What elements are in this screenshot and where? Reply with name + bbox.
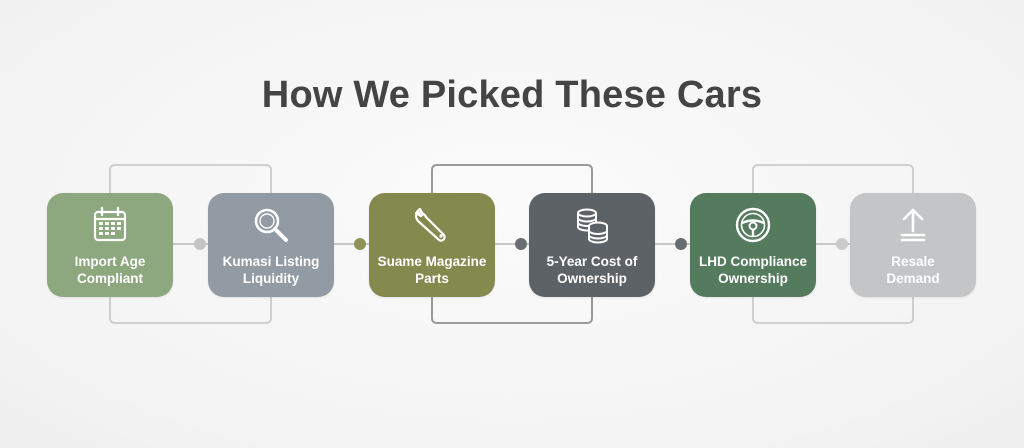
upload-arrow-icon <box>900 208 926 242</box>
steering-wheel-icon <box>735 207 771 243</box>
bracket-top-pair-3 <box>752 164 914 193</box>
step-label: 5-Year Cost of Ownership <box>546 254 638 286</box>
connector-node-2 <box>354 238 366 250</box>
bracket-bottom-pair-2 <box>431 297 593 324</box>
calendar-icon <box>93 206 127 242</box>
bracket-bottom-pair-3 <box>752 297 914 324</box>
step-label: Import Age Compliant <box>74 254 146 286</box>
step-card-suame-magazine: Suame Magazine Parts <box>369 193 495 297</box>
connector-node-3 <box>515 238 527 250</box>
step-label: Resale Demand <box>886 254 940 286</box>
coin-stack-icon <box>577 208 608 244</box>
wrench-icon <box>414 207 446 242</box>
connector-node-5 <box>836 238 848 250</box>
step-card-lhd-compliance: LHD Compliance Ownership <box>690 193 816 297</box>
step-card-import-age: Import Age Compliant <box>47 193 173 297</box>
magnifying-glass-icon <box>254 208 288 242</box>
step-label: Kumasi Listing Liquidity <box>222 254 320 286</box>
bracket-top-pair-1 <box>109 164 272 193</box>
bracket-bottom-pair-1 <box>109 297 272 324</box>
connector-node-1 <box>194 238 206 250</box>
step-label: LHD Compliance Ownership <box>698 254 807 286</box>
step-card-resale-demand: Resale Demand <box>850 193 976 297</box>
step-card-cost-of-ownership: 5-Year Cost of Ownership <box>529 193 655 297</box>
step-label: Suame Magazine Parts <box>377 254 487 286</box>
step-card-kumasi-listing: Kumasi Listing Liquidity <box>208 193 334 297</box>
page-title: How We Picked These Cars <box>261 74 763 116</box>
bracket-top-pair-2 <box>431 164 593 193</box>
connector-node-4 <box>675 238 687 250</box>
